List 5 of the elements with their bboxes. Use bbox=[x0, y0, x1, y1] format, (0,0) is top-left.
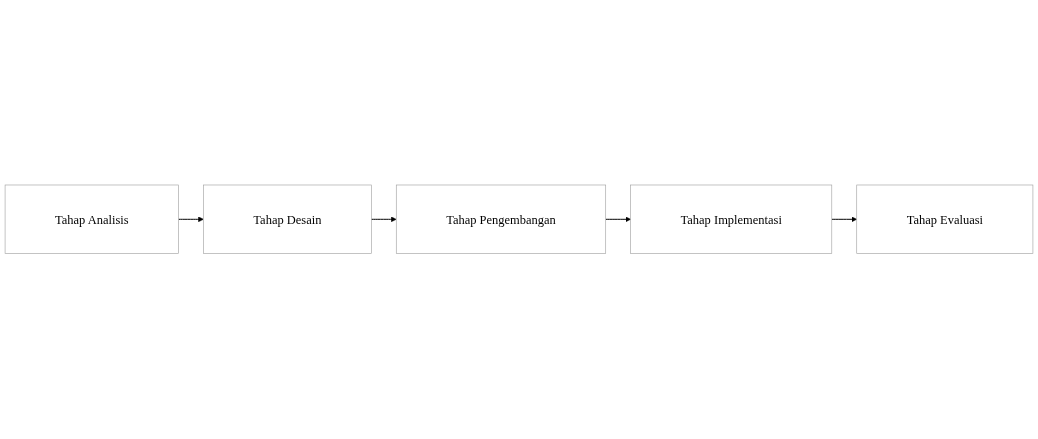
node-box: Tahap Implementasi bbox=[630, 184, 833, 255]
node-box: Tahap Analisis bbox=[4, 184, 179, 255]
node-box: Tahap Pengembangan bbox=[395, 184, 606, 255]
node-box: Tahap Desain bbox=[203, 184, 372, 255]
node-box: Tahap Evaluasi bbox=[856, 184, 1034, 255]
